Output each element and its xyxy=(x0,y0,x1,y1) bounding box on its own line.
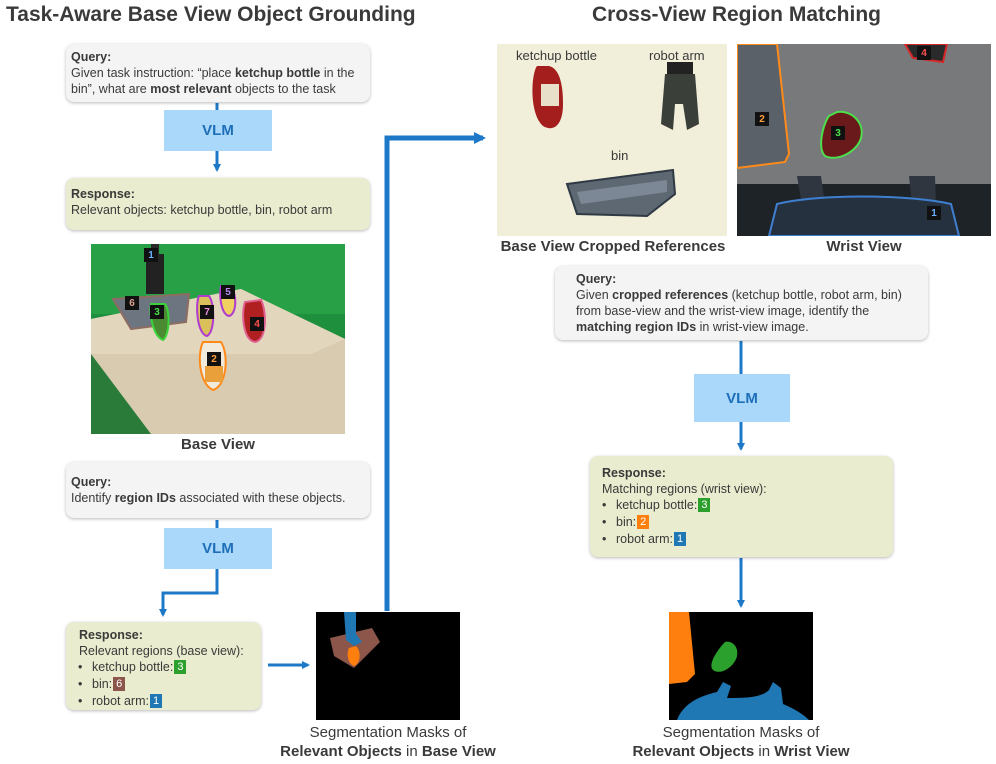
vlm-block-right: VLM xyxy=(694,374,790,422)
query-label-2: Query: xyxy=(71,475,112,489)
query-label: Query: xyxy=(71,50,112,64)
response-box-regions: Response: Relevant regions (base view): … xyxy=(66,622,261,710)
base-view-image: 1 6 3 7 5 4 2 xyxy=(91,244,345,434)
response-box-objects: Response: Relevant objects: ketchup bott… xyxy=(66,178,370,230)
region-id-badge: 3 xyxy=(698,498,711,512)
cropped-references-panel: ketchup bottle robot arm bin xyxy=(497,44,727,236)
cropped-references-scene xyxy=(532,62,699,218)
list-item: robot arm:1 xyxy=(602,531,881,548)
relevant-objects-text: Relevant objects: ketchup bottle, bin, r… xyxy=(71,203,333,217)
matching-region-list: ketchup bottle:3 bin:2 robot arm:1 xyxy=(602,497,881,548)
wrist-view-mask-image xyxy=(669,612,813,720)
query-box-objects: Query: Given task instruction: “place ke… xyxy=(66,44,370,102)
region-id-badge: 6 xyxy=(113,677,126,691)
list-item: ketchup bottle:3 xyxy=(78,659,255,676)
response-label: Response: xyxy=(71,187,135,201)
base-region-id-7: 7 xyxy=(200,305,214,319)
region-id-badge: 1 xyxy=(673,532,687,546)
vlm-block-2: VLM xyxy=(164,528,272,569)
base-region-id-5: 5 xyxy=(221,285,235,299)
ref-label-bin: bin xyxy=(611,148,629,163)
vlm-block-1: VLM xyxy=(164,110,272,151)
wrist-view-scene xyxy=(737,44,991,236)
query-box-matching: Query: Given cropped references (ketchup… xyxy=(555,266,928,340)
response-label-right: Response: xyxy=(602,466,666,480)
wrist-mask-shapes xyxy=(669,612,809,720)
wrist-region-id-2: 2 xyxy=(755,112,769,126)
arrow-mask-to-right xyxy=(384,132,486,611)
response-label-2: Response: xyxy=(79,628,143,642)
query-label-right: Query: xyxy=(576,272,617,286)
base-mask-shapes xyxy=(330,612,380,668)
list-item: robot arm:1 xyxy=(78,693,255,710)
base-mask-caption: Segmentation Masks of Relevant Objects i… xyxy=(280,724,496,760)
right-title: Cross-View Region Matching xyxy=(592,3,881,26)
wrist-mask-caption: Segmentation Masks of Relevant Objects i… xyxy=(632,724,850,760)
wrist-region-id-3: 3 xyxy=(831,126,845,140)
wrist-region-id-1: 1 xyxy=(927,206,941,220)
base-view-caption: Base View xyxy=(181,436,255,453)
region-id-badge: 2 xyxy=(637,515,650,529)
ref-label-robot-arm: robot arm xyxy=(649,48,705,63)
list-item: bin:6 xyxy=(78,676,255,693)
region-list: ketchup bottle:3 bin:6 robot arm:1 xyxy=(72,659,255,710)
base-region-id-2: 2 xyxy=(207,352,221,366)
region-id-badge: 3 xyxy=(174,660,187,674)
base-region-id-3: 3 xyxy=(150,305,164,319)
base-view-scene xyxy=(91,244,345,434)
arrow-vlm2-to-response2 xyxy=(159,569,219,617)
region-id-badge: 1 xyxy=(149,694,163,708)
ref-label-ketchup: ketchup bottle xyxy=(516,48,597,63)
cropped-references-caption: Base View Cropped References xyxy=(500,238,726,255)
base-view-mask-image xyxy=(316,612,460,720)
base-region-id-1: 1 xyxy=(144,248,158,262)
wrist-region-id-4: 4 xyxy=(917,46,931,60)
base-region-id-6: 6 xyxy=(125,296,139,310)
response-box-matching: Response: Matching regions (wrist view):… xyxy=(590,456,893,557)
left-title: Task-Aware Base View Object Grounding xyxy=(6,3,416,26)
wrist-view-image: 4 2 3 1 xyxy=(737,44,991,236)
wrist-view-caption: Wrist View xyxy=(826,238,902,255)
base-region-id-4: 4 xyxy=(250,317,264,331)
list-item: bin:2 xyxy=(602,514,881,531)
query-box-region-ids: Query: Identify region IDs associated wi… xyxy=(66,462,370,518)
list-item: ketchup bottle:3 xyxy=(602,497,881,514)
